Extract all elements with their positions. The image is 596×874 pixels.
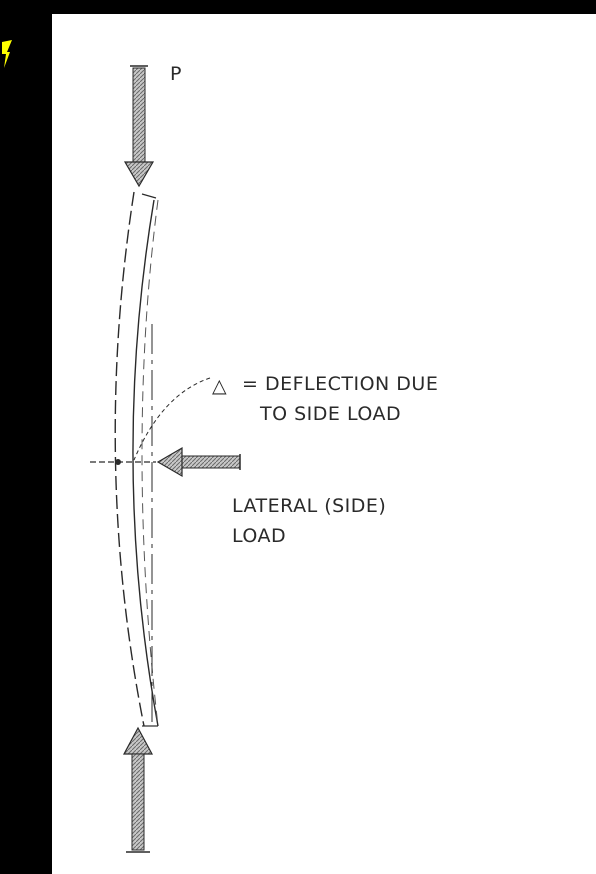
top-load-arrow: [125, 66, 153, 186]
lateral-load-arrow: [158, 448, 240, 476]
sketch-panel: P △ = DEF: [52, 14, 596, 874]
deflected-column: [115, 192, 158, 726]
top-load-label: P: [170, 63, 182, 85]
lateral-label-line2: LOAD: [232, 525, 286, 547]
yellow-accent-mark: [0, 38, 14, 70]
deflection-label-line2: TO SIDE LOAD: [259, 403, 401, 425]
lateral-label-line1: LATERAL (SIDE): [232, 495, 386, 517]
deflection-measure: [90, 459, 156, 465]
column-sketch: P △ = DEF: [52, 14, 596, 874]
deflection-label-line1: = DEFLECTION DUE: [242, 373, 438, 395]
deflection-leader-line: [134, 378, 210, 460]
delta-symbol: △: [212, 375, 227, 397]
bottom-load-arrow: [124, 728, 152, 852]
